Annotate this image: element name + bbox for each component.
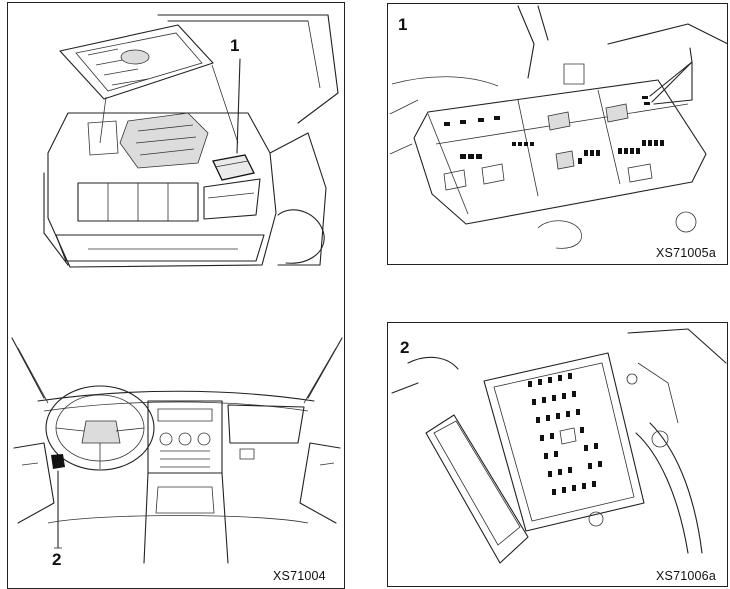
engine-fuse-box-panel: 1 XS71005a [387, 3, 728, 265]
figure-code: XS71004 [273, 570, 326, 583]
figure-code: XS71006a [656, 570, 716, 583]
figure-code: XS71005a [656, 247, 716, 260]
callout-engine-fuse-box: 1 [230, 37, 239, 54]
callout-interior-fuse-panel: 2 [52, 551, 61, 568]
callout-engine-fuse-box: 1 [398, 16, 407, 33]
callout-interior-fuse-panel: 2 [400, 339, 409, 356]
interior-fuse-panel-panel: 2 XS71006a [387, 322, 728, 587]
location-overview-panel: 1 2 XS71004 [7, 2, 345, 589]
dashboard-interior-illustration [8, 3, 345, 589]
engine-fuse-box-illustration [388, 4, 728, 265]
interior-fuse-panel-illustration [388, 323, 728, 587]
